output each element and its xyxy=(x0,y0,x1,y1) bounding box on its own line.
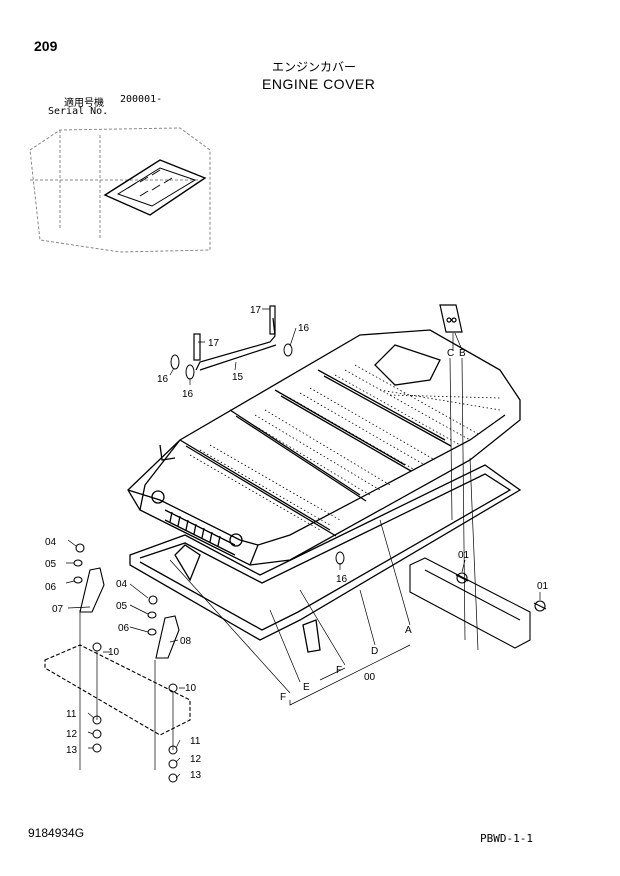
title-english: ENGINE COVER xyxy=(262,76,376,92)
locator-cover-highlight xyxy=(103,159,207,216)
engine-cover xyxy=(127,329,521,566)
perforation-pattern xyxy=(189,364,501,531)
seal-frame xyxy=(129,464,522,653)
callout-01-mid: 01 xyxy=(458,550,470,561)
callout-12-left: 12 xyxy=(66,729,78,740)
callout-17-top: 17 xyxy=(250,305,262,316)
callout-D: D xyxy=(371,646,378,657)
callout-16-lower: 16 xyxy=(336,574,348,585)
latch-assemblies xyxy=(73,543,180,659)
callout-06-left: 06 xyxy=(45,582,57,593)
grommets xyxy=(170,343,345,565)
leader-lines xyxy=(65,308,541,779)
callout-15: 15 xyxy=(232,372,244,383)
locator-thumbnail xyxy=(29,127,211,253)
support-rod xyxy=(193,305,277,371)
callout-16-mid: 16 xyxy=(182,389,194,400)
callout-04-right: 04 xyxy=(116,579,128,590)
callout-00: 00 xyxy=(364,672,376,683)
callout-07: 07 xyxy=(52,604,64,615)
callout-05-right: 05 xyxy=(116,601,128,612)
hardware-stack xyxy=(92,642,178,783)
callout-08: 08 xyxy=(180,636,192,647)
callout-06-right: 06 xyxy=(118,623,130,634)
callout-01-right: 01 xyxy=(537,581,549,592)
callout-17-clip: 17 xyxy=(208,338,220,349)
serial-label-japanese: 適用号機 xyxy=(64,98,104,109)
callout-B: B xyxy=(459,348,466,359)
callout-11-left: 11 xyxy=(66,709,77,720)
callout-13-left: 13 xyxy=(66,745,78,756)
callout-13-right: 13 xyxy=(190,770,202,781)
callout-05-left: 05 xyxy=(45,559,57,570)
page-number: 209 xyxy=(34,38,58,54)
callout-11-right: 11 xyxy=(190,736,201,747)
mounting-rail xyxy=(409,557,547,649)
callout-F-right: F xyxy=(336,665,342,676)
callout-E: E xyxy=(303,682,310,693)
callout-A: A xyxy=(405,625,412,636)
serial-label-english: Serial No. xyxy=(48,106,109,117)
callout-C: C xyxy=(447,348,454,359)
title-japanese: エンジンカバー xyxy=(272,60,357,74)
callout-04-left: 04 xyxy=(45,537,57,548)
callout-16-left: 16 xyxy=(157,374,169,385)
callout-16-right: 16 xyxy=(298,323,310,334)
serial-range: 200001- xyxy=(120,94,163,105)
hinge-bracket xyxy=(439,304,463,333)
callout-12-right: 12 xyxy=(190,754,202,765)
document-id: 9184934G xyxy=(28,826,85,840)
callout-10-left: 10 xyxy=(108,647,120,658)
callout-10-right: 10 xyxy=(185,683,197,694)
page-code: PBWD-1-1 xyxy=(480,832,533,845)
callout-F-left: F xyxy=(280,692,286,703)
callout-labels: 17 17 16 16 16 16 15 C B 04 05 06 07 04 … xyxy=(45,305,549,781)
